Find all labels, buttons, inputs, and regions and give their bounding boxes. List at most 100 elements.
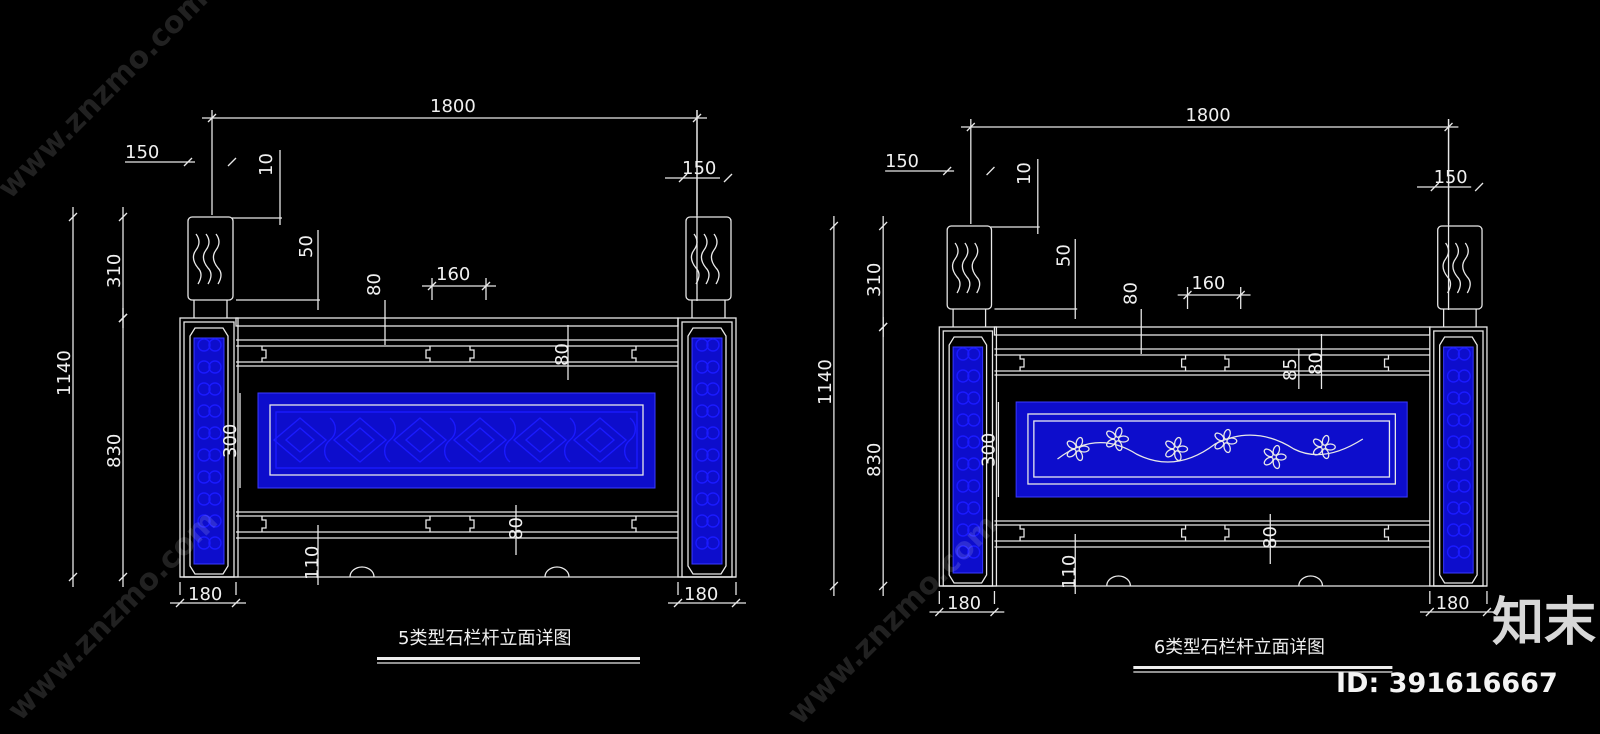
drain-arch: [349, 566, 375, 578]
ornament-circle: [956, 391, 970, 405]
cap-cloud-carving: [971, 242, 981, 294]
dimension-label: 160: [436, 264, 470, 285]
ornament-circle: [706, 514, 720, 528]
flower-petal: [1075, 436, 1084, 448]
ornament-circle: [197, 404, 211, 418]
ornament-circle: [1446, 347, 1461, 361]
flower-petal: [1223, 442, 1231, 454]
drain-arch: [1106, 575, 1132, 587]
flower-petal: [1177, 445, 1189, 453]
drawing-title: 5类型石栏杆立面详图: [398, 628, 571, 649]
ornament-circle: [1446, 457, 1461, 471]
ornament-circle: [1446, 479, 1461, 493]
flower-petal: [1272, 458, 1281, 470]
post-panel: [687, 327, 727, 575]
dimension-label: 10: [1014, 162, 1035, 185]
dimension-label: 310: [864, 263, 885, 297]
dimension-tick: [986, 166, 995, 176]
baluster-notch: [1019, 355, 1025, 371]
dimension-label: 85: [1280, 358, 1301, 381]
ornament-circle: [208, 338, 222, 352]
ornament-circle: [1457, 501, 1471, 515]
carved-panel-frame: [257, 392, 656, 489]
ornament-circle: [1446, 501, 1461, 515]
drain-arch: [544, 566, 570, 578]
dimension-label: 80: [552, 343, 573, 366]
dimension-tick: [678, 173, 688, 183]
ornament-circle: [706, 360, 720, 374]
watermark-logo: 知末: [1492, 593, 1596, 653]
post-panel: [1439, 336, 1478, 584]
dimension-tick: [990, 607, 999, 617]
carved-panel-border: [1027, 413, 1396, 485]
post-cap: [685, 216, 732, 301]
flower-petal: [1312, 446, 1323, 456]
diamond-motif: [332, 417, 388, 463]
fan-motif: [624, 417, 636, 463]
ornament-circle: [706, 338, 720, 352]
dimension-label: 50: [1053, 244, 1074, 267]
dimension-tick: [1482, 607, 1492, 617]
ornament-circle: [208, 404, 222, 418]
ornament-circle: [208, 360, 222, 374]
baluster-notch: [1224, 355, 1230, 371]
diamond-motif: [392, 417, 448, 463]
dimension-label: 80: [506, 517, 527, 540]
baluster-notch: [469, 346, 475, 362]
cap-cloud-carving: [1442, 242, 1452, 294]
ornament-circle: [967, 545, 981, 559]
cap-cloud-carving: [202, 233, 212, 285]
flower-petal: [1214, 432, 1225, 442]
flower-petal: [1106, 430, 1117, 440]
ornament-circle: [695, 404, 709, 418]
dimension-label: 80: [1120, 282, 1141, 305]
diamond-motif: [512, 417, 568, 463]
title-underline-thick: [1133, 666, 1393, 669]
dimension-tick: [68, 572, 78, 582]
ornament-circle: [695, 470, 709, 484]
ornament-circle: [1457, 391, 1471, 405]
ornament-circle: [706, 382, 720, 396]
diamond-motif-inner: [344, 427, 376, 453]
post-cap: [1437, 225, 1483, 310]
dimension-label: 830: [104, 434, 125, 468]
dimension-tick: [68, 212, 78, 222]
ornament-circle: [1446, 435, 1461, 449]
baluster-notch: [1180, 355, 1187, 371]
flower-petal: [1078, 445, 1090, 453]
dimension-label: 150: [125, 142, 159, 163]
diamond-motif: [452, 417, 508, 463]
watermark-text: www.znzmo.com: [1, 504, 225, 728]
dimension-label: 10: [256, 153, 277, 176]
flower-petal: [1173, 436, 1182, 448]
ornament-circle: [695, 448, 709, 462]
ornament-circle: [1457, 457, 1471, 471]
cap-cloud-carving: [700, 233, 710, 285]
ornament-circle: [197, 360, 211, 374]
cap-cloud-carving: [690, 233, 700, 285]
ornament-circle: [956, 545, 970, 559]
ornament-circle: [967, 501, 981, 515]
flower-petal: [1114, 426, 1123, 438]
dimension-tick: [118, 212, 128, 222]
diamond-motif-inner: [464, 427, 496, 453]
ornament-circle: [208, 448, 222, 462]
flower-petal: [1165, 448, 1176, 458]
flower-petal: [1214, 440, 1225, 450]
ornament-circle: [197, 426, 211, 440]
ornament-circle: [706, 404, 720, 418]
ornament-circle: [1457, 369, 1471, 383]
diamond-motif: [572, 417, 628, 463]
ornament-circle: [1446, 545, 1461, 559]
ornament-circle: [956, 457, 970, 471]
diamond-motif-inner: [404, 427, 436, 453]
ornament-circle: [706, 448, 720, 462]
dimension-label: 150: [1434, 167, 1468, 188]
dimension-tick: [942, 166, 952, 176]
flower-petal: [1263, 456, 1274, 466]
ornament-circle: [1457, 435, 1471, 449]
dimension-tick: [723, 173, 733, 183]
dimension-tick: [175, 598, 185, 608]
ornament-circle: [695, 492, 709, 506]
